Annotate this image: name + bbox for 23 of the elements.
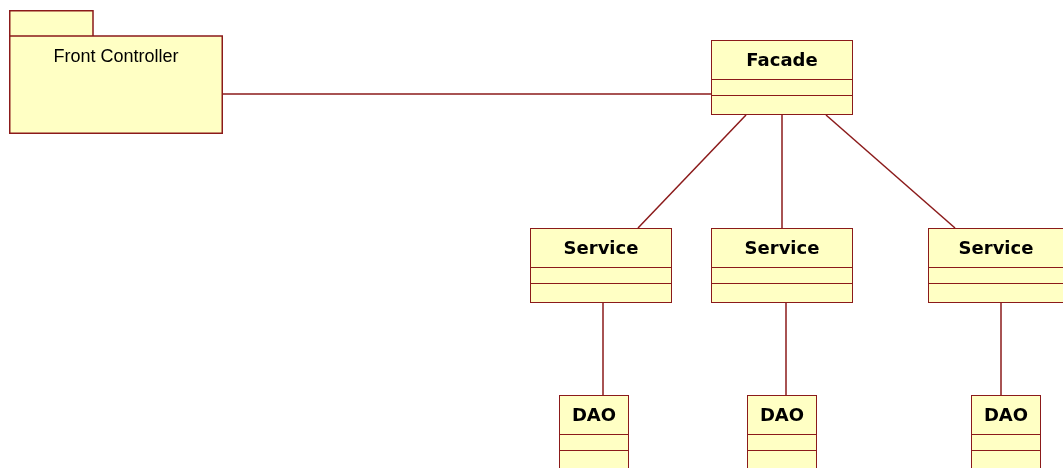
class-box [711,40,853,115]
association-line [637,114,747,229]
package-name: Front Controller [52,46,180,67]
association-line [825,114,956,229]
class-name: DAO [982,403,1030,427]
association-line [1000,302,1002,396]
association-line [222,93,712,95]
association-line [785,302,787,396]
class-box [747,395,817,468]
class-name: Service [562,236,640,260]
class-name: Service [957,236,1035,260]
class-box [530,228,672,303]
class-name: DAO [758,403,806,427]
package-box [9,10,223,134]
class-name: Service [743,236,821,260]
class-box [559,395,629,468]
class-name: Facade [745,48,819,72]
class-box [928,228,1063,303]
class-box [971,395,1041,468]
association-line [602,302,604,396]
class-name: DAO [570,403,618,427]
association-line [781,114,783,229]
class-box [711,228,853,303]
